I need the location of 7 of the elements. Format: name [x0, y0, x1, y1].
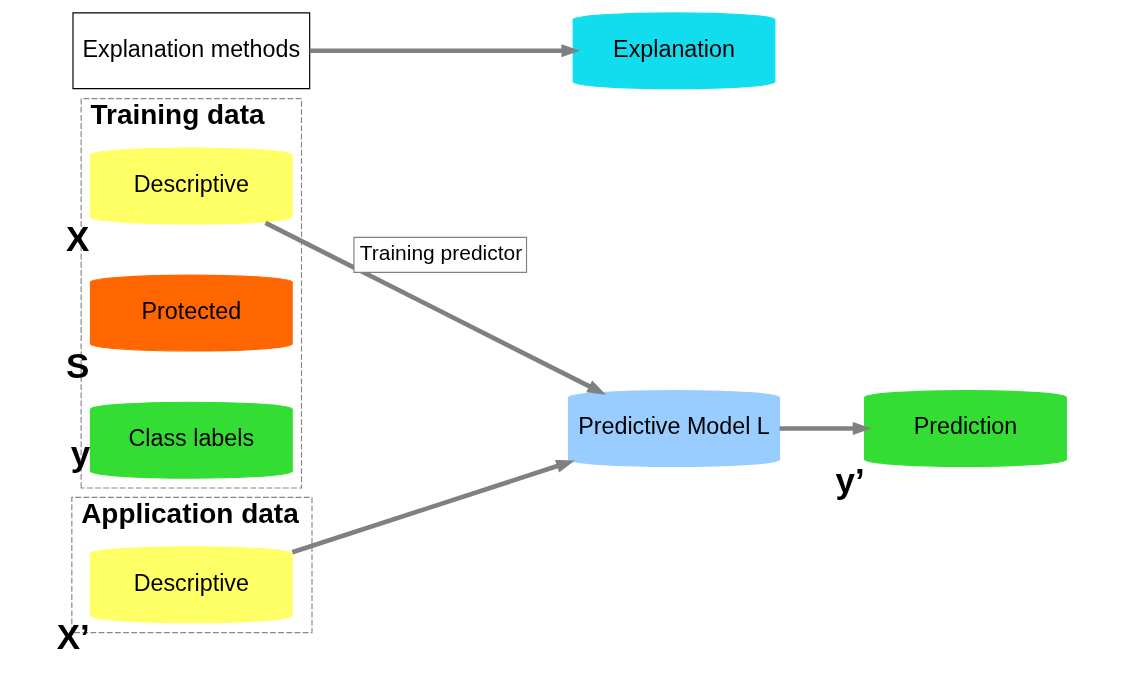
arrow: [779, 421, 872, 436]
arrow: [264, 220, 606, 395]
node-box: Explanation methods: [72, 12, 311, 90]
node-label: y’: [835, 461, 865, 501]
edge-label: Training predictor: [359, 240, 523, 264]
arrow: [291, 459, 575, 555]
arrow: [309, 44, 581, 58]
